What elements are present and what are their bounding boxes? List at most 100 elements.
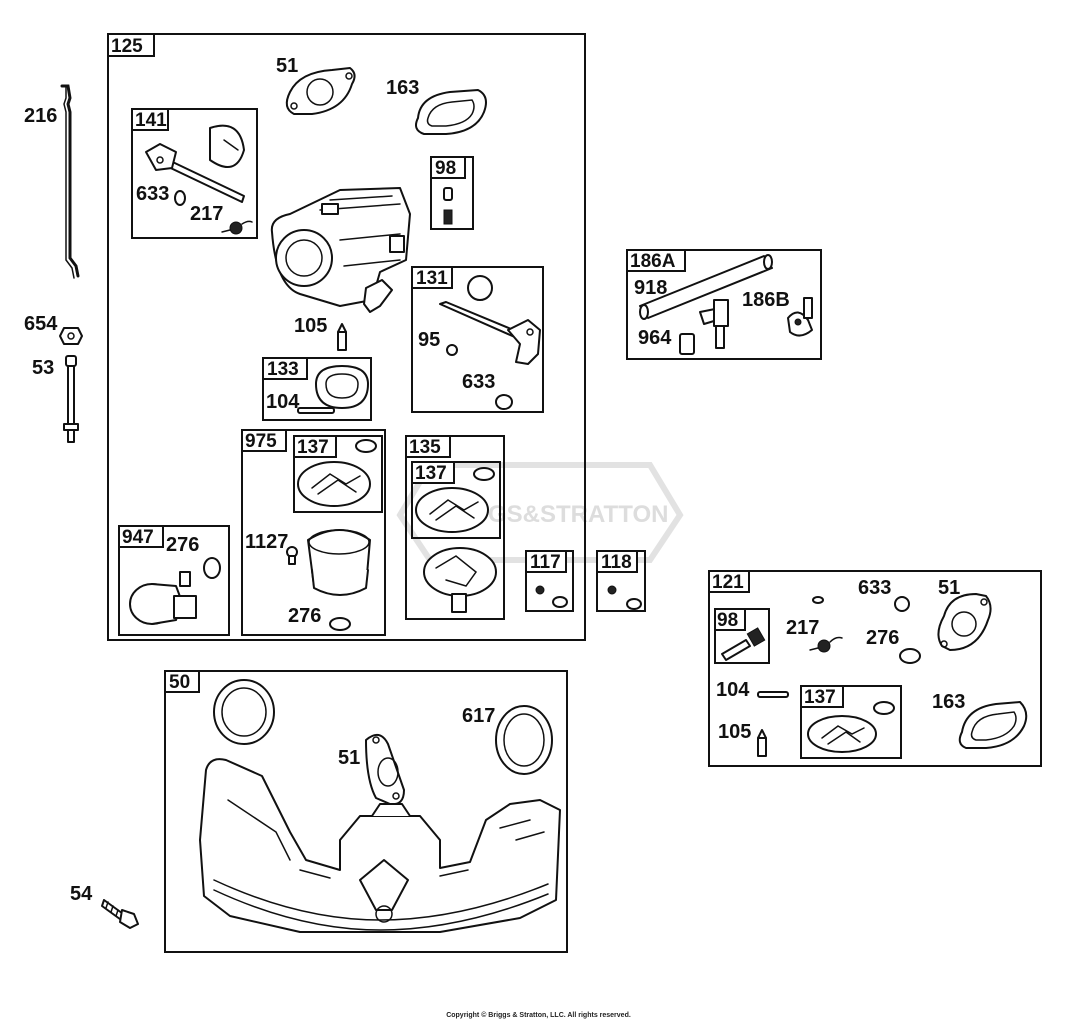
box-121-tag (708, 570, 750, 593)
box-50-frame (164, 670, 568, 953)
box-117-label: 117 (530, 552, 561, 573)
part-95-screw-icon (446, 344, 458, 356)
part-617-gasket-ring-icon (495, 705, 553, 775)
label-53: 53 (32, 357, 54, 379)
part-163-gasket-icon-2 (958, 701, 1028, 749)
part-964-clamp-icon (679, 333, 695, 355)
box-186a-frame (626, 249, 822, 360)
box-975-frame (241, 429, 386, 636)
box-118-label: 118 (601, 552, 632, 573)
copyright-notice: Copyright © Briggs & Stratton, LLC. All … (446, 1012, 631, 1019)
part-276-washer-icon-3 (899, 648, 921, 664)
part-137-gasket-kit-icon-3 (807, 701, 895, 753)
label-654: 654 (24, 313, 58, 335)
part-654-nut-icon (59, 327, 83, 345)
label-105-b: 105 (718, 721, 751, 743)
box-137-label-3: 137 (804, 687, 836, 708)
part-104-pin-icon-2 (757, 691, 789, 698)
part-975-float-bowl-icon (307, 529, 371, 596)
box-98-label-2: 98 (717, 610, 738, 631)
label-276-b: 276 (288, 605, 321, 627)
box-98-tag-2 (714, 608, 746, 631)
label-276: 276 (166, 534, 199, 556)
box-947-tag (118, 525, 164, 548)
box-131-label: 131 (416, 268, 448, 289)
part-105-needle-icon-2 (757, 729, 767, 757)
box-125-tag (107, 33, 155, 57)
label-1127: 1127 (245, 531, 288, 553)
box-141-tag (131, 108, 169, 131)
label-104-b: 104 (716, 679, 750, 701)
box-125-frame (107, 33, 586, 641)
part-50-gasket-ring-icon (213, 679, 275, 745)
part-137-gasket-kit-icon-2 (415, 467, 495, 533)
label-217-b: 217 (786, 617, 819, 639)
box-947-frame (118, 525, 230, 636)
part-918-fuel-hose-icon (639, 254, 773, 320)
box-98-label: 98 (435, 158, 456, 179)
box-975-label: 975 (245, 431, 277, 452)
box-141-frame (131, 108, 258, 239)
box-131-tag (411, 266, 453, 289)
label-633-b: 633 (462, 371, 495, 393)
box-137-label: 137 (297, 437, 329, 458)
part-163-gasket-icon (415, 89, 487, 135)
label-217: 217 (190, 203, 223, 225)
part-186a-fitting-icon (699, 299, 729, 349)
part-51-gasket-icon-3 (365, 733, 405, 806)
box-137-frame-2 (411, 461, 501, 539)
part-98-screw-spring-icon-2 (721, 627, 766, 661)
label-51-b: 51 (938, 577, 960, 599)
label-54: 54 (70, 883, 93, 905)
carburetor-body-icon (270, 187, 411, 313)
intake-manifold-icon (199, 758, 561, 933)
box-50-label: 50 (169, 672, 190, 693)
box-131-frame (411, 266, 544, 413)
part-137-gasket-kit-icon (297, 439, 377, 507)
label-918: 918 (634, 277, 667, 299)
label-617: 617 (462, 705, 495, 727)
box-135-label: 135 (409, 437, 441, 458)
part-1127-screw-icon (286, 546, 298, 565)
label-51: 51 (276, 55, 298, 77)
box-141-label: 141 (135, 110, 167, 131)
part-135-bowl-assembly-icon (423, 547, 497, 613)
box-135-frame (405, 435, 505, 620)
part-133-float-icon (315, 365, 369, 409)
box-135-tag (405, 435, 451, 458)
label-105: 105 (294, 315, 327, 337)
box-975-tag (241, 429, 287, 452)
part-633-washer-icon-2 (495, 394, 513, 410)
part-217-spring-icon (221, 220, 253, 235)
part-141-choke-shaft-icon (145, 124, 245, 203)
part-98-screw-spring-icon (443, 187, 453, 225)
box-186a-tag (626, 249, 686, 272)
part-117-jet-icon (535, 585, 568, 608)
part-947-solenoid-icon (129, 571, 197, 625)
box-117-tag (525, 550, 567, 573)
part-186b-fitting-icon (787, 297, 813, 337)
part-131-throttle-shaft-icon (439, 275, 541, 365)
label-633: 633 (136, 183, 169, 205)
part-276-washer-icon-2 (203, 557, 221, 579)
label-104: 104 (266, 391, 300, 413)
label-276-c: 276 (866, 627, 899, 649)
label-95: 95 (418, 329, 440, 351)
label-163: 163 (386, 77, 419, 99)
label-216: 216 (24, 105, 57, 127)
label-51-c: 51 (338, 747, 360, 769)
box-133-tag (262, 357, 308, 380)
part-216-link-rod-icon (60, 84, 80, 279)
box-121-frame (708, 570, 1042, 767)
label-163-b: 163 (932, 691, 965, 713)
part-118-jet-icon (607, 585, 642, 610)
box-121-label: 121 (712, 572, 744, 593)
box-137-frame-3 (800, 685, 902, 759)
part-53-stud-icon (63, 355, 79, 443)
box-98-tag (430, 156, 466, 179)
box-947-label: 947 (122, 527, 154, 548)
box-125-label: 125 (111, 36, 143, 57)
box-133-frame (262, 357, 372, 421)
box-137-tag-2 (411, 461, 455, 484)
